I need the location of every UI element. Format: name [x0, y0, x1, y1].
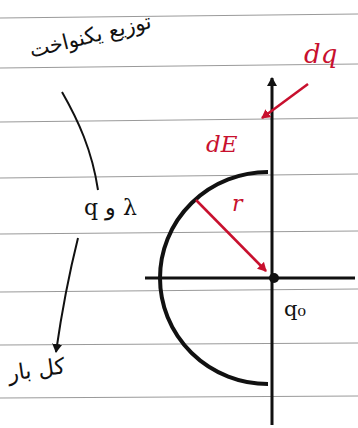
radius-label: r [232, 192, 243, 216]
semicircle-charge [160, 172, 268, 384]
charge-element: dq [304, 40, 337, 69]
field-element: dE [206, 132, 238, 157]
leader-line [62, 92, 98, 190]
point-charge: q₀ [284, 298, 306, 321]
center-point [269, 273, 279, 283]
field-arrow [262, 84, 308, 118]
notebook-lines [0, 14, 358, 398]
radius-arrow [196, 200, 266, 271]
axes [145, 78, 355, 425]
note-text: کل بار [6, 354, 66, 386]
symbol-note: λ و q [84, 196, 137, 220]
leader-arrow [56, 238, 78, 352]
